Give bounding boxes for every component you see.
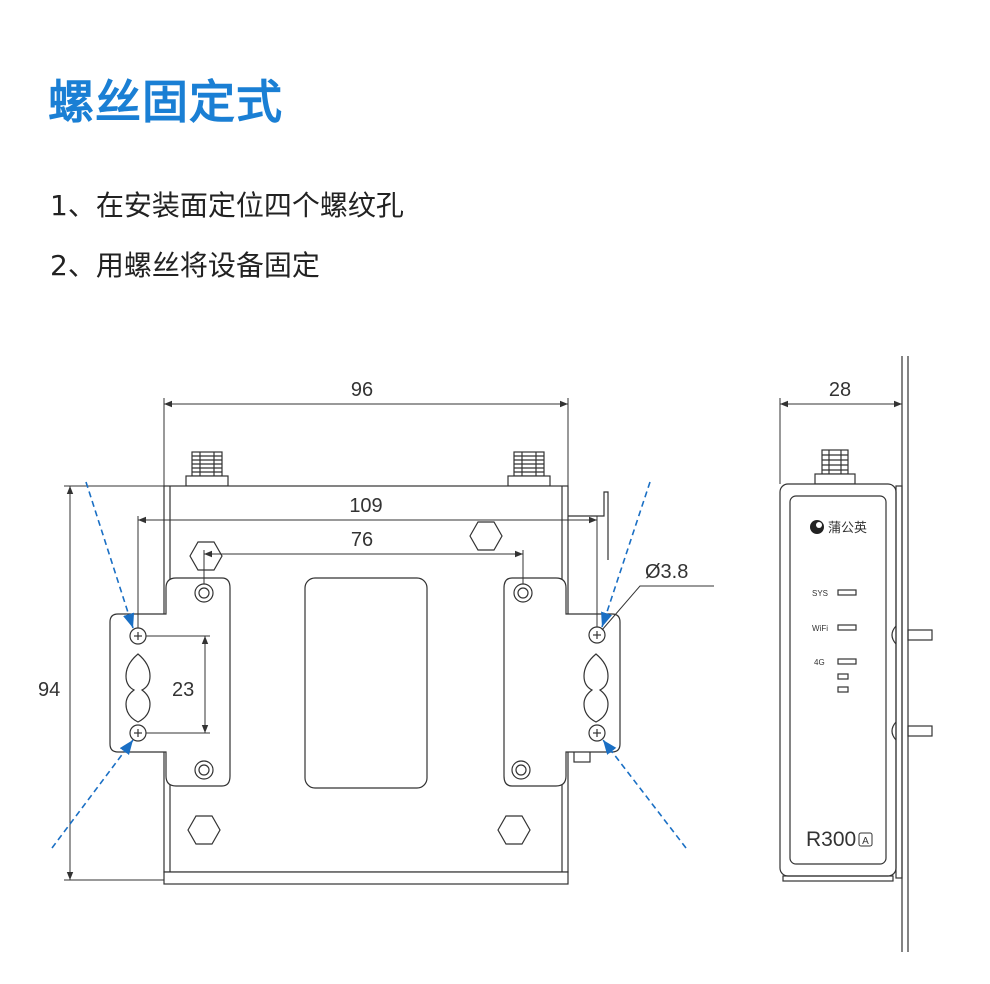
dim-hole-diameter-label: Ø3.8 xyxy=(645,561,688,583)
dim-width-label: 96 xyxy=(351,379,373,401)
page-title: 螺丝固定式 xyxy=(48,75,283,129)
side-view-labels: 28 蒲公英 SYS WiFi 4G R300 A xyxy=(806,379,869,851)
mounting-bracket-left xyxy=(109,577,231,787)
led-4g-2 xyxy=(837,673,849,680)
antenna-connector-left xyxy=(185,451,229,487)
dimension-lines xyxy=(64,398,714,881)
wall-screw-bottom xyxy=(891,721,933,741)
keyhole-slot-left xyxy=(125,653,151,723)
led-label-sys: SYS xyxy=(812,589,828,598)
bracket-screw xyxy=(194,760,214,780)
step-item-2: 2、用螺丝将设备固定 xyxy=(50,249,320,282)
front-view xyxy=(109,451,621,885)
led-4g-3 xyxy=(837,686,849,693)
led-sys xyxy=(837,589,857,596)
mounting-bracket-right xyxy=(503,577,621,787)
dim-depth-label: 28 xyxy=(829,379,851,401)
dim-height-label: 94 xyxy=(38,679,60,701)
brand-name: 蒲公英 xyxy=(828,520,867,535)
center-window xyxy=(304,577,428,789)
dim-slot-spacing-label: 23 xyxy=(172,679,194,701)
bracket-screw xyxy=(511,760,531,780)
side-view xyxy=(779,356,933,952)
wall-screw-top xyxy=(891,625,933,645)
keyhole-slot-right xyxy=(583,653,609,723)
model-badge-box xyxy=(858,832,873,847)
hex-nut-bottom-right xyxy=(497,815,531,845)
dim-inner-span-label: 76 xyxy=(351,529,373,551)
step-list: 1、在安装面定位四个螺纹孔 2、用螺丝将设备固定 xyxy=(50,186,404,306)
led-label-4g: 4G xyxy=(814,658,825,667)
device-side-body xyxy=(779,483,897,877)
antenna-connector-right xyxy=(507,451,551,487)
hex-nut-bottom-left xyxy=(187,815,221,845)
led-label-wifi: WiFi xyxy=(812,624,828,633)
dim-hole-span-label: 109 xyxy=(349,495,382,517)
model-badge: A xyxy=(862,836,869,847)
step-item-1: 1、在安装面定位四个螺纹孔 xyxy=(50,189,404,222)
screw-guide-lines xyxy=(51,481,687,849)
dimension-labels: 96 109 76 Ø3.8 94 23 xyxy=(38,379,688,701)
mounting-hole-bottom-right xyxy=(588,724,606,742)
led-wifi xyxy=(837,624,857,631)
led-4g-1 xyxy=(837,658,857,665)
antenna-connector-side xyxy=(814,449,856,485)
model-name: R300 xyxy=(806,828,856,851)
device-body xyxy=(163,485,569,873)
